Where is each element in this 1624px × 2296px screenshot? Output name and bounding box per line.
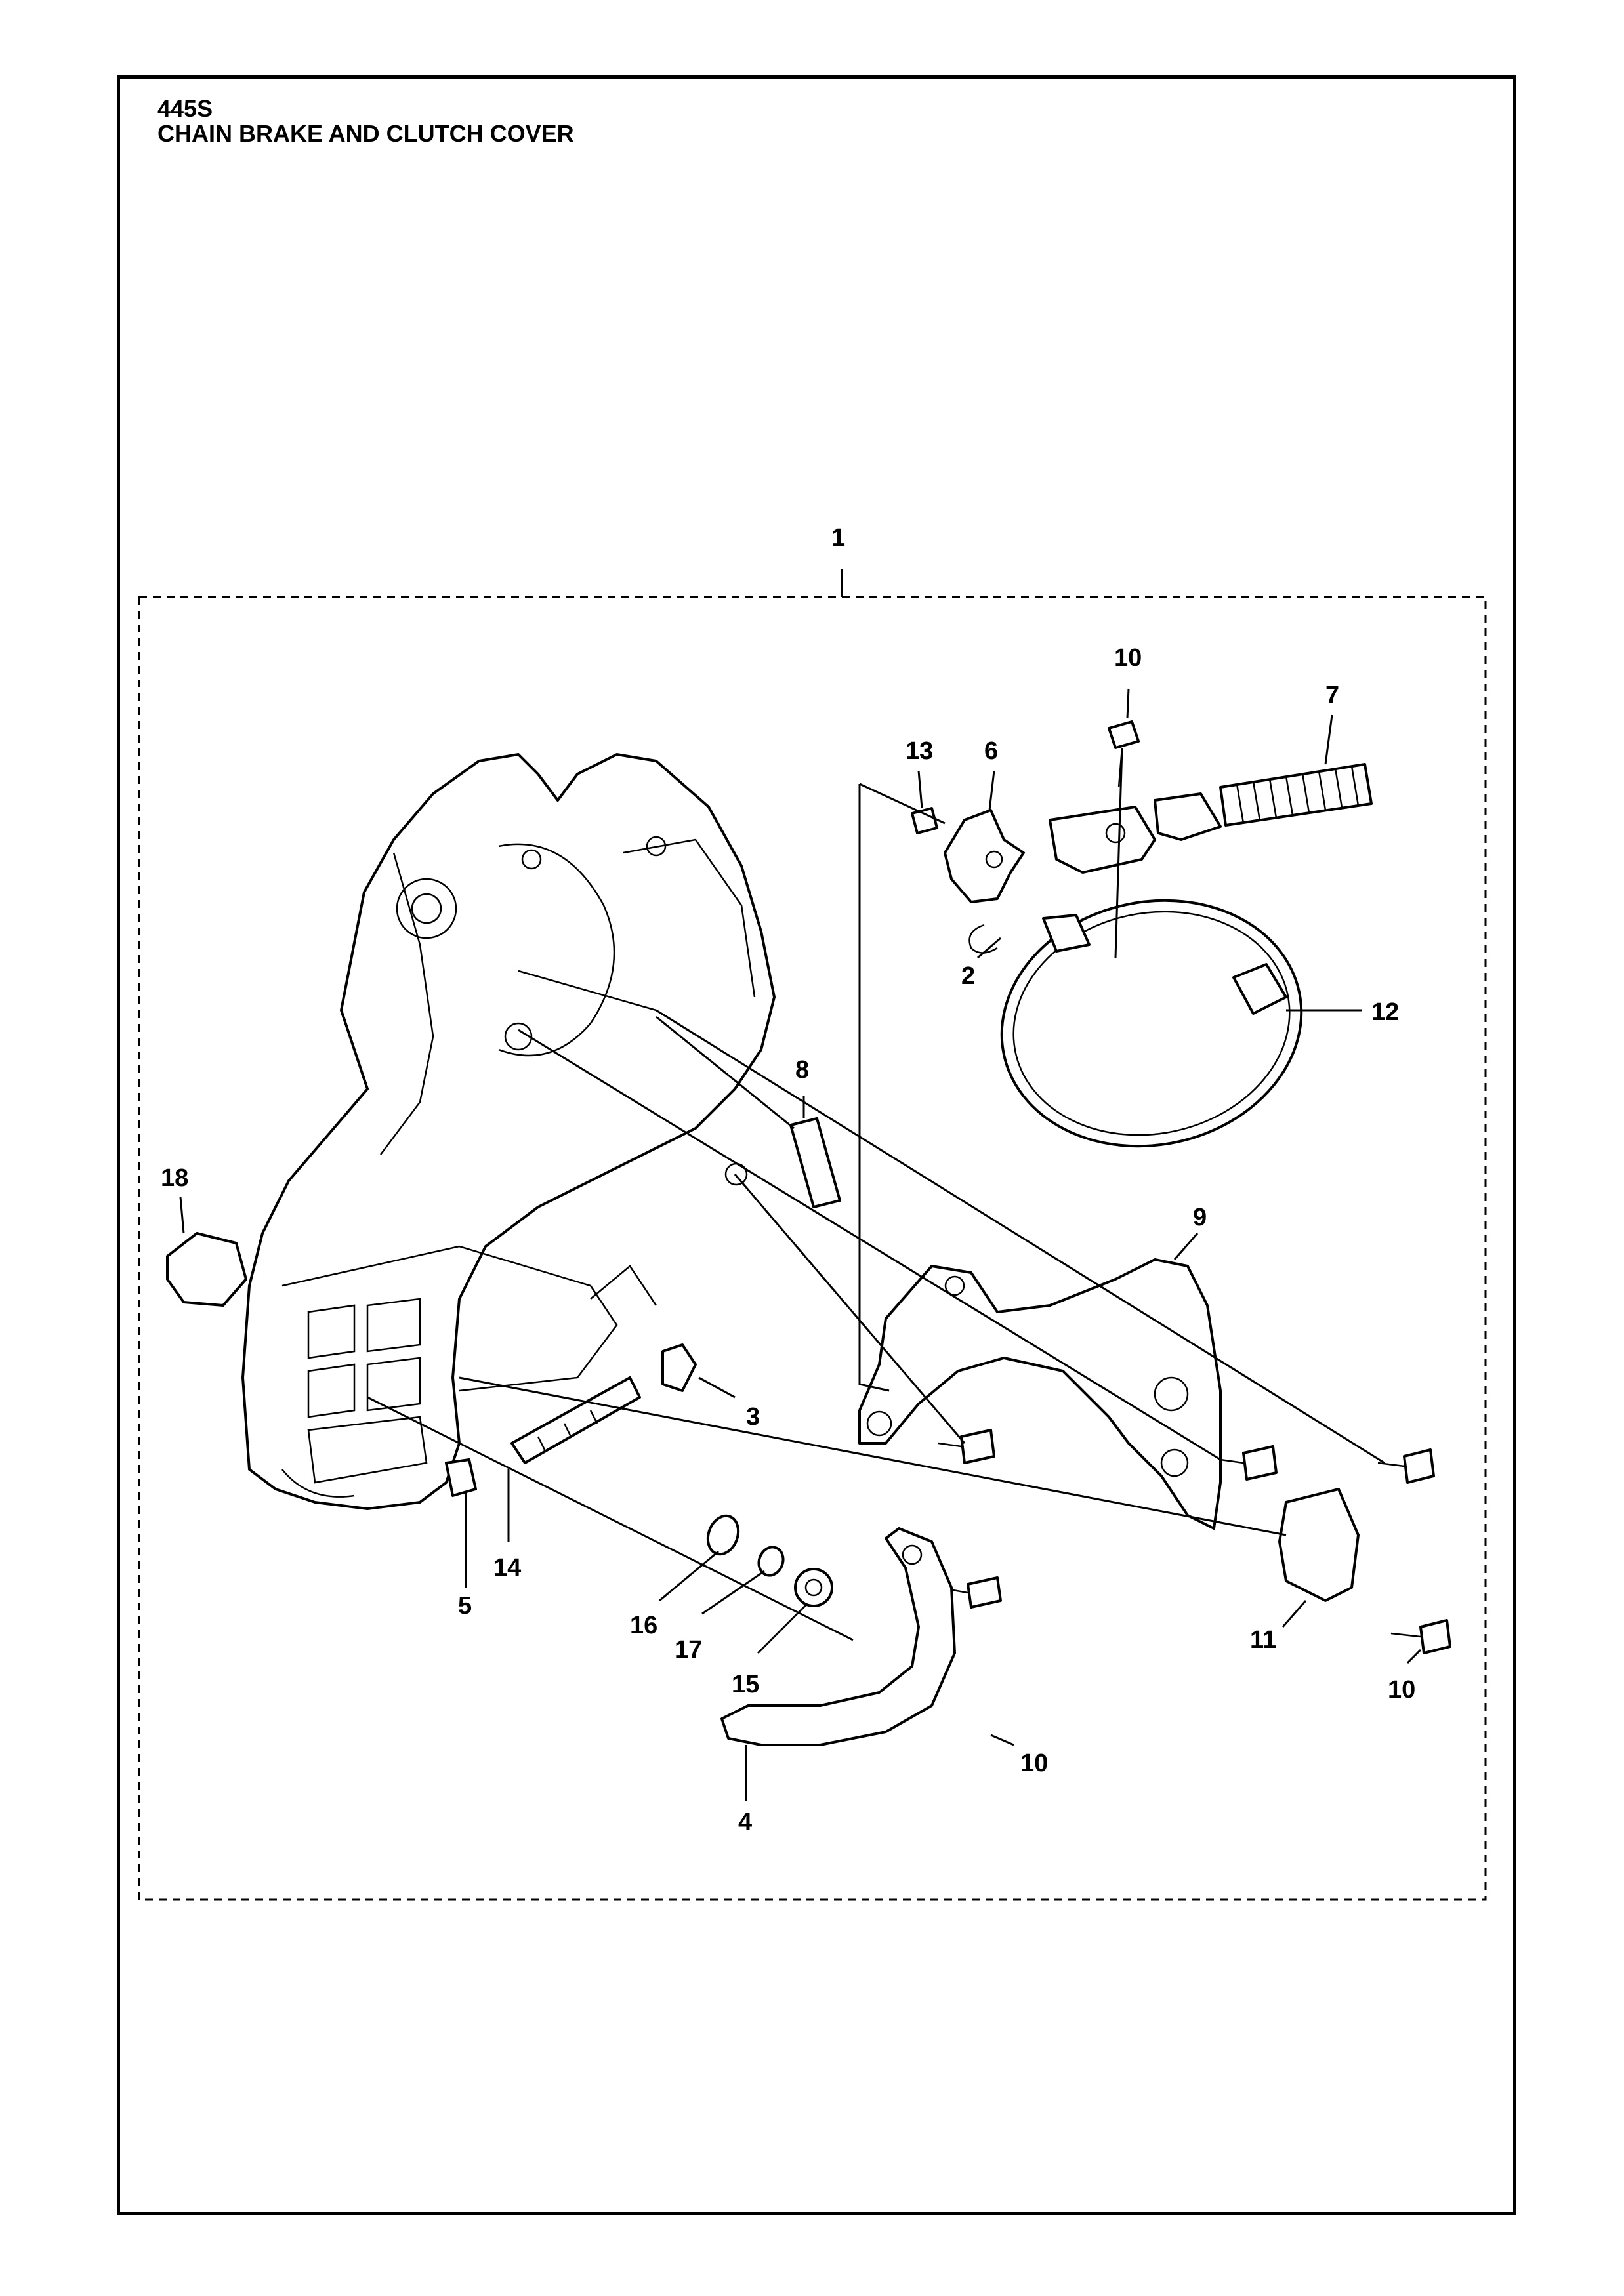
diagram-title: CHAIN BRAKE AND CLUTCH COVER [157, 120, 574, 147]
callout-12: 12 [1371, 998, 1399, 1026]
callout-1: 1 [831, 524, 845, 552]
callout-6: 6 [984, 737, 998, 765]
chain-catcher-part [166, 1232, 247, 1307]
callout-3: 3 [746, 1403, 760, 1431]
brake-lever-part [944, 792, 1222, 903]
callout-2: 2 [961, 962, 975, 990]
callout-leaders [179, 688, 1422, 1801]
screw-part [1390, 1619, 1451, 1654]
callout-labels: 1 10 7 13 6 2 12 8 18 9 3 14 5 16 17 15 … [161, 524, 1415, 1836]
callout-8: 8 [795, 1056, 809, 1084]
o-ring-part [706, 1514, 740, 1556]
nut-part [445, 1458, 477, 1497]
callout-5: 5 [458, 1592, 472, 1620]
callout-10: 10 [1388, 1676, 1415, 1704]
callout-15: 15 [732, 1671, 759, 1698]
callout-13: 13 [906, 737, 933, 765]
callout-17: 17 [675, 1636, 702, 1664]
drawing-frame [117, 75, 1516, 2215]
sprocket-part [794, 1568, 833, 1607]
assembly-lines [367, 747, 1385, 1641]
screw-part [938, 1429, 995, 1464]
washer-part [757, 1546, 785, 1577]
model-number: 445S [157, 95, 213, 122]
front-handle-part [720, 1527, 956, 1746]
chain-adjuster-part [510, 1376, 641, 1464]
callout-18: 18 [161, 1164, 188, 1192]
assembly-group-box [138, 596, 1487, 1901]
callout-16: 16 [630, 1612, 657, 1639]
retaining-clip-part [968, 924, 998, 954]
clutch-cover-part [241, 753, 776, 1510]
callout-11: 11 [1250, 1626, 1276, 1654]
bracket-part [1278, 1488, 1360, 1602]
callout-9: 9 [1193, 1204, 1207, 1231]
screw-part [1377, 1448, 1435, 1484]
screw-part [938, 1576, 1002, 1609]
brake-band-part [1000, 899, 1303, 1148]
sleeve-part [789, 1117, 841, 1208]
screw-part [1220, 1445, 1278, 1481]
screw-part [1108, 720, 1140, 788]
brake-spring-part [1219, 763, 1373, 827]
pin-part [911, 807, 938, 834]
callout-10: 10 [1020, 1750, 1048, 1777]
callout-10: 10 [1114, 644, 1142, 672]
adjuster-nut-part [661, 1343, 697, 1392]
callout-7: 7 [1325, 682, 1339, 709]
callout-4: 4 [738, 1809, 752, 1836]
callout-14: 14 [493, 1554, 521, 1582]
